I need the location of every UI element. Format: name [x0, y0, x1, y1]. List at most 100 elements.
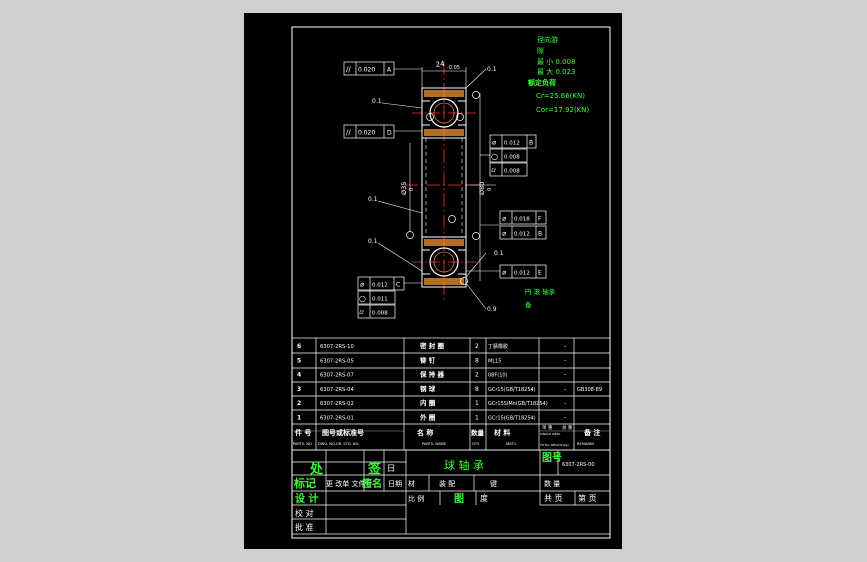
note-cr: Cr=25.66(KN) — [536, 92, 585, 100]
svg-text:⌀: ⌀ — [502, 230, 506, 238]
svg-text:0.011: 0.011 — [372, 297, 388, 303]
bom-cell-name: 外 圈 — [420, 413, 436, 422]
bore-tolerance: 0 — [409, 188, 415, 191]
bom-cell-material: ML15 — [488, 358, 501, 364]
svg-text:○: ○ — [359, 294, 366, 303]
svg-text:签名: 签名 — [361, 477, 382, 490]
bom-cell-code: 6307-2RS-07 — [320, 373, 354, 379]
width-dimension: 24 — [435, 60, 445, 69]
bom-cell-name: 内 圈 — [420, 398, 436, 407]
bom-cell-weight: - — [564, 415, 566, 422]
title-block-text: 处 签 日 标记 更 改单 文件号 签名 日期 球 轴 承 图号 6307-2R… — [293, 452, 597, 532]
svg-text:日期: 日期 — [388, 480, 402, 488]
bom-cell-code: 6307-2RS-05 — [320, 358, 354, 364]
svg-text:图号或标准号: 图号或标准号 — [322, 428, 364, 437]
note-max: 最 大 0.023 — [537, 67, 576, 76]
bom-cell-material: GCr15(GB/T18254) — [488, 416, 536, 422]
svg-text:⌭: ⌭ — [359, 309, 364, 317]
svg-text://: // — [346, 129, 351, 137]
note-heading: 径向游 — [537, 35, 558, 44]
svg-text:D: D — [387, 130, 392, 137]
technical-notes: 径向游 隙 最 小 0.008 最 大 0.023 额定负荷 Cr=25.66(… — [525, 35, 590, 309]
svg-text:比 例: 比 例 — [408, 494, 424, 503]
svg-text:键: 键 — [490, 479, 497, 488]
bom-cell-material: 08F(10) — [488, 373, 508, 379]
svg-text:QTY.: QTY. — [472, 442, 480, 446]
svg-text:A: A — [387, 67, 392, 74]
bom-cell-name: 钢 球 — [420, 384, 436, 393]
svg-text:C: C — [396, 282, 400, 289]
svg-text:度: 度 — [480, 493, 488, 503]
bom-cell-no: 4 — [297, 372, 301, 379]
svg-text:处: 处 — [309, 461, 324, 477]
bom-cell-weight: - — [564, 343, 566, 350]
tolerance-frame-11: ⌭ 0.008 — [357, 304, 396, 319]
svg-text:设 计: 设 计 — [295, 492, 318, 505]
svg-text:⌭: ⌭ — [491, 167, 496, 175]
svg-text:F: F — [538, 216, 542, 223]
svg-text:0.020: 0.020 — [358, 130, 375, 137]
svg-text:材 料: 材 料 — [493, 428, 510, 437]
bom-cell-no: 3 — [297, 386, 301, 393]
svg-text:名 称: 名 称 — [417, 428, 433, 437]
svg-text:第 页: 第 页 — [578, 493, 597, 503]
svg-text:日: 日 — [387, 464, 395, 473]
bom-cell-weight: - — [564, 357, 566, 364]
svg-text:6307-2RS-00: 6307-2RS-00 — [562, 462, 595, 468]
leader-label-1: 0.1 — [372, 98, 382, 105]
bom-cell-qty: 8 — [475, 386, 479, 393]
drawing-sheet: 24 -0.05 Ø35 0 Ø80 0 0.1 0.1 0.1 0.1 0.1… — [244, 13, 622, 549]
bearing-drawing: 24 -0.05 Ø35 0 Ø80 0 0.1 0.1 0.1 0.1 0.1… — [291, 26, 611, 539]
svg-text:PARTS. NO: PARTS. NO — [293, 442, 312, 446]
bom-cell-material: GCr15SiMn(GB/T18254) — [488, 401, 548, 407]
svg-text:备 注: 备 注 — [583, 428, 600, 437]
svg-text:单 重: 单 重 — [542, 424, 553, 431]
svg-text:0.012: 0.012 — [514, 271, 530, 277]
title-block — [291, 449, 611, 535]
note-cor: Cor=17.92(KN) — [536, 106, 590, 114]
bom-cell-name: 保 持 器 — [419, 370, 445, 379]
corner-note-2: 备 — [525, 300, 532, 309]
svg-text:0.018: 0.018 — [514, 217, 530, 223]
leader-label-4: 0.1 — [487, 66, 497, 73]
bom-cell-code: 6307-2RS-10 — [320, 344, 354, 350]
bom-cell-no: 2 — [297, 400, 301, 407]
svg-text://: // — [346, 66, 351, 74]
leader-label-2: 0.1 — [368, 196, 378, 203]
note-load-title: 额定负荷 — [527, 78, 556, 87]
bom-cell-qty: 1 — [475, 400, 479, 407]
svg-text:SINGLE WEIG.: SINGLE WEIG. — [540, 432, 561, 436]
svg-text:装 配: 装 配 — [439, 479, 455, 488]
svg-text:签: 签 — [367, 461, 382, 477]
svg-text:⌀: ⌀ — [502, 269, 506, 277]
svg-text:⌀: ⌀ — [492, 139, 496, 147]
tolerance-frame-5: ⌭ 0.008 — [489, 162, 528, 177]
corner-note-1: 円 滚 轴承 — [525, 287, 556, 296]
svg-text:0.008: 0.008 — [504, 155, 520, 161]
bom-cell-no: 1 — [297, 415, 301, 422]
svg-text:标记: 标记 — [293, 476, 316, 490]
bom-cell-code: 6307-2RS-02 — [320, 401, 354, 407]
tolerance-frame-10: ○ 0.011 — [357, 290, 396, 305]
svg-text:TOTAL WEIGHT(kg): TOTAL WEIGHT(kg) — [539, 443, 569, 447]
svg-text:批 准: 批 准 — [295, 522, 314, 532]
svg-text:B: B — [538, 231, 542, 238]
tolerance-frame-7: ⌀ 0.012 B — [499, 225, 547, 240]
bom-cell-qty: 2 — [475, 343, 479, 350]
bom-cell-no: 6 — [297, 343, 301, 350]
svg-text:⌀: ⌀ — [502, 215, 506, 223]
svg-text:MAT'L: MAT'L — [506, 442, 516, 446]
bom-cell-qty: 8 — [475, 357, 479, 364]
bom-cell-weight: - — [564, 372, 566, 379]
svg-text:图号: 图号 — [542, 452, 562, 464]
svg-text:DWG. NO.OR. STD. NO.: DWG. NO.OR. STD. NO. — [318, 442, 359, 446]
bom-cell-note: GB308-89 — [577, 387, 602, 393]
bom-cell-code: 6307-2RS-01 — [320, 416, 354, 422]
bom-cell-no: 5 — [297, 357, 301, 364]
leader-label-3: 0.1 — [368, 238, 378, 245]
bom-cell-weight: - — [564, 386, 566, 393]
svg-text:0.020: 0.020 — [358, 67, 375, 74]
bore-dimension: Ø35 — [400, 182, 408, 195]
svg-text:0.008: 0.008 — [372, 311, 388, 317]
